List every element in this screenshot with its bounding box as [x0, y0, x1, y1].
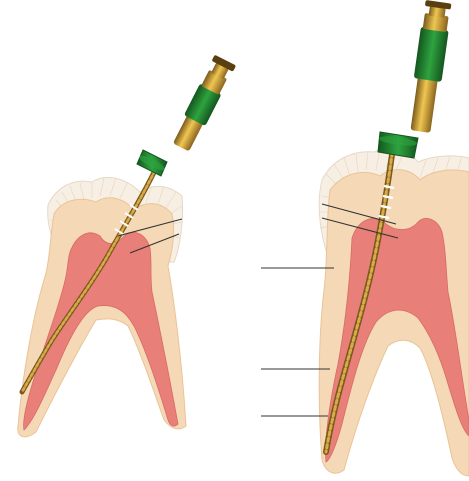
- left-tooth: [18, 55, 236, 437]
- left-dentin: [18, 198, 186, 437]
- right-file-handle: [406, 0, 452, 133]
- right-tooth: [261, 0, 469, 476]
- left-file-handle: [170, 55, 236, 153]
